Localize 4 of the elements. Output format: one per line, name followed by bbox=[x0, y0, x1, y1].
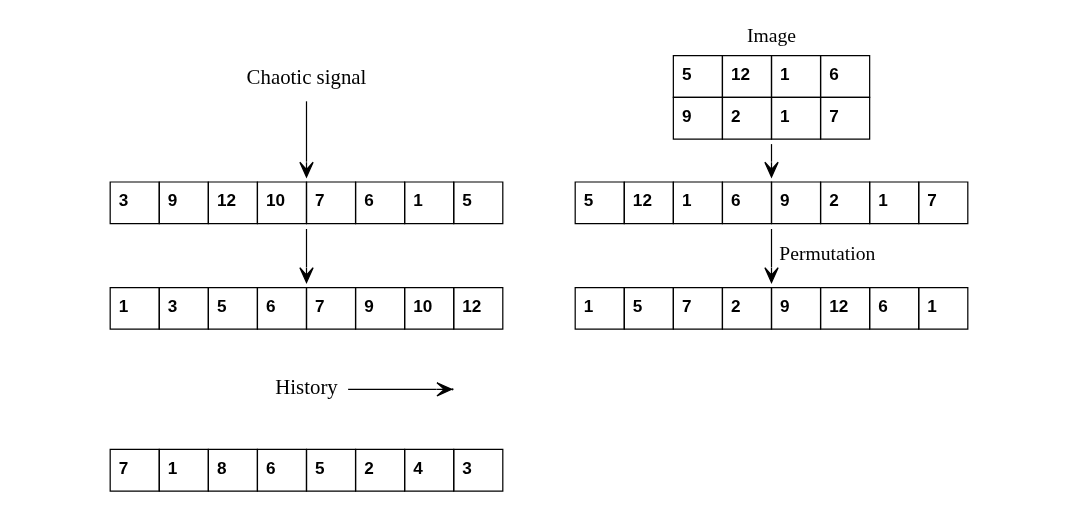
edge-label: Permutation bbox=[779, 242, 876, 264]
node-text: Chaotic signal bbox=[246, 64, 367, 89]
node-text: History bbox=[275, 374, 338, 399]
node-label: Image bbox=[746, 24, 797, 46]
